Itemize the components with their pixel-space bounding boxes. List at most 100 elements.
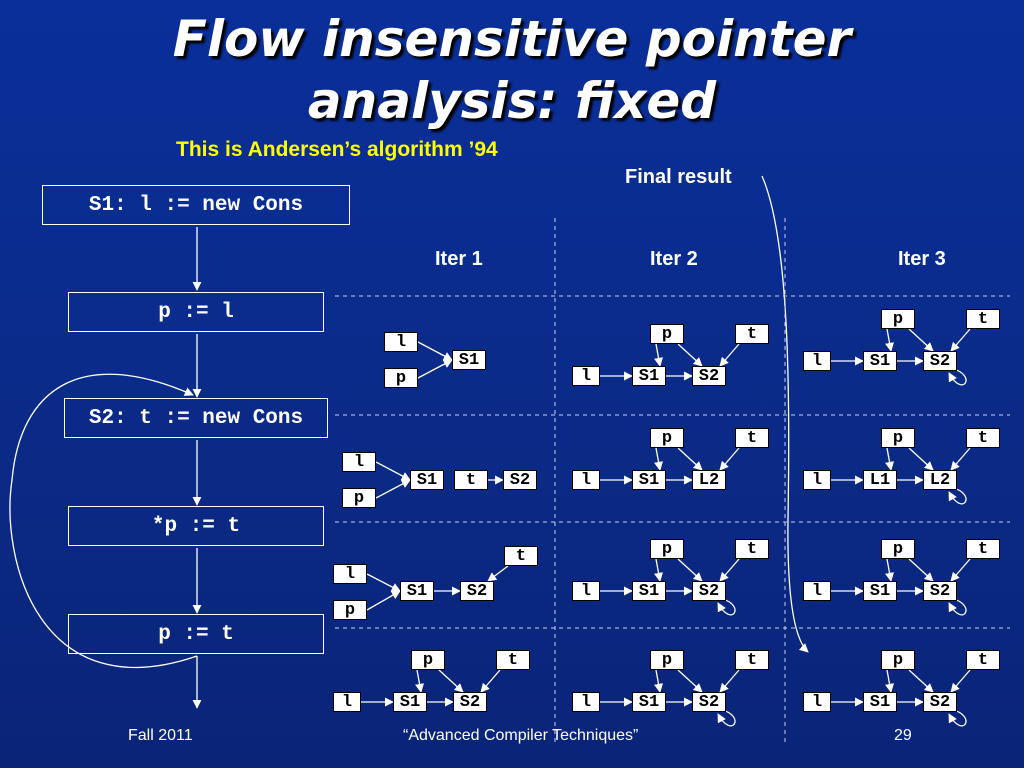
edge-i2r2-p-a (654, 447, 664, 471)
edge-i3r4-t-b (950, 669, 971, 693)
node-i1r2-p: p (342, 488, 376, 508)
node-i3r2-p: p (881, 428, 915, 448)
node-i3r3-p: p (881, 539, 915, 559)
node-i3r3-l: l (803, 581, 831, 601)
iter-3-label: Iter 3 (898, 248, 946, 270)
title-line-2: analysis: fixed (307, 72, 717, 130)
node-i2r4-p: p (650, 650, 684, 670)
edge-i2r4-p-b (677, 669, 703, 693)
title-line-1: Flow insensitive pointer (172, 10, 852, 68)
edge-i3r1-p-b (908, 328, 934, 352)
node-i1r2-l: l (342, 452, 376, 472)
node-i1r4-b: S2 (453, 692, 487, 712)
edge-i1r4-t-b (480, 669, 501, 693)
edge-i3r2-p-b (908, 447, 934, 471)
node-i3r1-p: p (881, 309, 915, 329)
node-i3r3-a: S1 (863, 581, 897, 601)
edge-i2r2-t-b (719, 447, 740, 471)
edge-i1r2-p-s1 (375, 479, 411, 499)
edge-i1r1-p-s1 (417, 359, 453, 379)
node-i1r3-s1: S1 (400, 581, 434, 601)
node-i3r4-l: l (803, 692, 831, 712)
node-i3r1-a: S1 (863, 351, 897, 371)
node-i3r4-a: S1 (863, 692, 897, 712)
edge-i3r1-p-a (885, 328, 895, 352)
node-i1r3-t: t (504, 546, 538, 566)
node-i1r4-t: t (496, 650, 530, 670)
node-i2r1-b: S2 (692, 366, 726, 386)
node-i2r3-a: S1 (632, 581, 666, 601)
node-i2r2-a: S1 (632, 470, 666, 490)
node-i3r3-b: S2 (923, 581, 957, 601)
node-i3r1-b: S2 (923, 351, 957, 371)
node-i3r2-l: l (803, 470, 831, 490)
statement-p-assign-l: p := l (68, 292, 324, 332)
node-i2r2-b: L2 (692, 470, 726, 490)
node-i1r4-p: p (411, 650, 445, 670)
node-i2r4-a: S1 (632, 692, 666, 712)
node-i2r2-l: l (572, 470, 600, 490)
edge-i2r4-t-b (719, 669, 740, 693)
node-i1r4-a: S1 (393, 692, 427, 712)
node-i2r1-t: t (735, 324, 769, 344)
node-i2r1-l: l (572, 366, 600, 386)
edge-i3r2-p-a (885, 447, 895, 471)
node-i2r1-a: S1 (632, 366, 666, 386)
node-i2r2-t: t (735, 428, 769, 448)
iter-2-label: Iter 2 (650, 248, 698, 270)
statement-s1: S1: l := new Cons (42, 185, 350, 225)
edge-i2r1-p-a (654, 343, 664, 367)
footer-center: “Advanced Compiler Techniques” (403, 727, 639, 744)
edge-i2r3-loop (717, 598, 736, 616)
node-i2r4-l: l (572, 692, 600, 712)
edge-i2r1-t-b (719, 343, 740, 367)
node-i2r3-t: t (735, 539, 769, 559)
edge-i2r2-p-b (677, 447, 703, 471)
edge-i1r4-p-a (415, 669, 425, 693)
edge-i3r3-p-a (885, 558, 895, 582)
node-i1r3-l: l (333, 564, 367, 584)
edge-i1r3-p-s1 (366, 590, 401, 611)
edge-i3r1-t-b (950, 328, 971, 352)
node-i1r1-s1: S1 (452, 350, 486, 370)
edge-i3r4-p-b (908, 669, 934, 693)
edge-i3r3-p-b (908, 558, 934, 582)
edge-i2r1-p-b (677, 343, 703, 367)
node-i2r4-b: S2 (692, 692, 726, 712)
edge-i3r2-loop (948, 487, 967, 505)
node-i3r1-t: t (966, 309, 1000, 329)
node-i3r1-l: l (803, 351, 831, 371)
edge-i2r4-loop (717, 709, 736, 727)
node-i3r2-t: t (966, 428, 1000, 448)
edge-i2r3-p-a (654, 558, 664, 582)
node-i3r2-a: L1 (863, 470, 897, 490)
node-i1r2-t: t (454, 470, 488, 490)
edge-i3r2-t-b (950, 447, 971, 471)
edge-i2r4-p-a (654, 669, 664, 693)
node-i2r1-p: p (650, 324, 684, 344)
node-i3r4-b: S2 (923, 692, 957, 712)
node-i3r2-b: L2 (923, 470, 957, 490)
edge-i3r4-loop (948, 709, 967, 727)
footer-left: Fall 2011 (128, 727, 193, 744)
node-i3r4-t: t (966, 650, 1000, 670)
edge-i1r4-p-b (438, 669, 464, 693)
node-i1r3-p: p (333, 600, 367, 620)
node-i2r3-p: p (650, 539, 684, 559)
node-i2r3-l: l (572, 581, 600, 601)
edge-i1r2-l-s1 (375, 461, 411, 481)
statement-store-p-t: *p := t (68, 506, 324, 546)
node-i3r3-t: t (966, 539, 1000, 559)
edge-i1r3-t-s2 (487, 565, 509, 582)
edge-i3r1-loop (948, 368, 967, 386)
edge-i3r3-loop (948, 598, 967, 616)
edge-i1r3-l-s1 (366, 573, 401, 592)
node-i1r3-s2: S2 (460, 581, 494, 601)
node-i1r1-l: l (384, 332, 418, 352)
node-i1r2-s2: S2 (503, 470, 537, 490)
node-i1r2-s1: S1 (410, 470, 444, 490)
edge-i3r4-p-a (885, 669, 895, 693)
node-i1r1-p: p (384, 368, 418, 388)
node-i3r4-p: p (881, 650, 915, 670)
